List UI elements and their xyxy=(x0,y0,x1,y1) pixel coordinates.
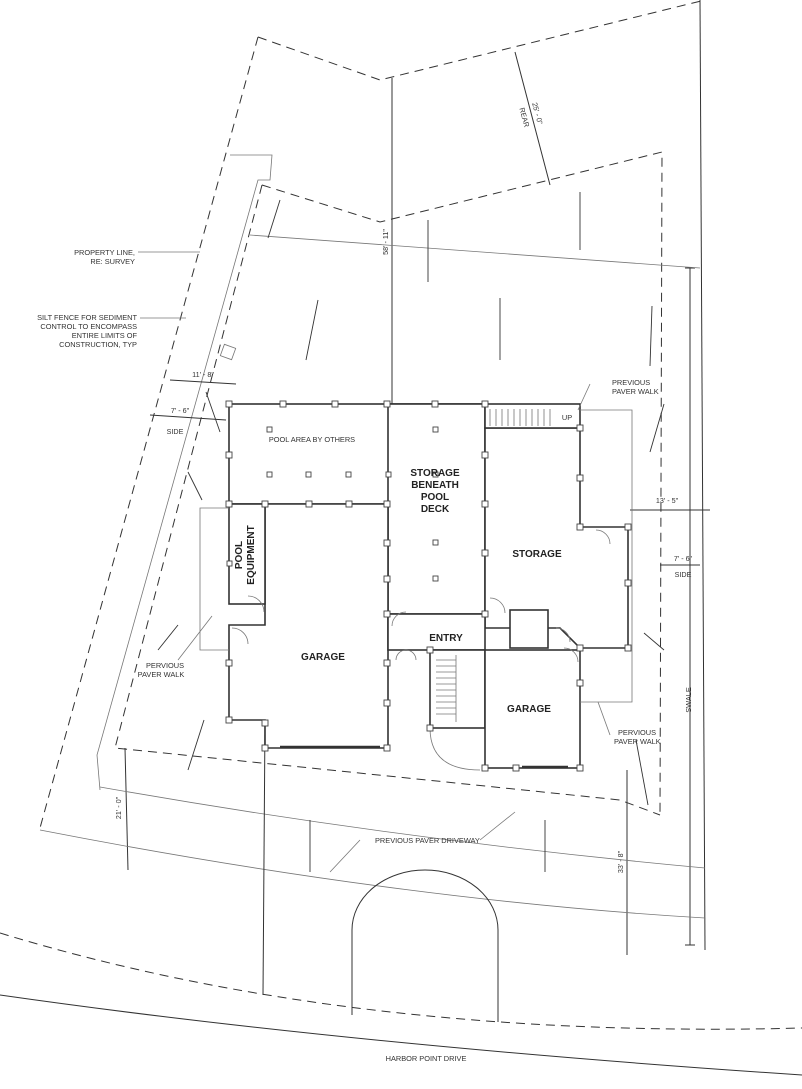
dimension-lines xyxy=(124,51,710,955)
driveway-curves xyxy=(0,719,802,1076)
garage-right-label: GARAGE xyxy=(507,704,551,715)
garage-left-label: GARAGE xyxy=(301,652,345,663)
storage-beneath-label-1: STORAGE xyxy=(410,468,460,479)
paver-walks xyxy=(199,343,633,703)
left-side-label: SIDE xyxy=(167,427,184,436)
building-footprint xyxy=(228,403,629,769)
street-label: HARBOR POINT DRIVE xyxy=(386,1054,467,1063)
left-setback-inner: 7' - 6" xyxy=(171,406,190,415)
previous-top-label-2: PAVER WALK xyxy=(612,387,659,396)
silt-fence-label-1: SILT FENCE FOR SEDIMENT xyxy=(37,313,137,322)
pervious-right-label-2: PAVER WALK xyxy=(614,737,661,746)
drainage-arrows xyxy=(157,192,665,872)
right-setback-outer: 13' - 5" xyxy=(656,496,679,505)
columns xyxy=(225,400,632,772)
setback-line xyxy=(114,151,663,816)
door-swings xyxy=(231,529,611,769)
storage-beneath-label-3: POOL xyxy=(421,492,449,503)
rear-dimension-value: 25' - 0" xyxy=(530,101,545,125)
silt-fence-label-3: ENTIRE LIMITS OF xyxy=(72,331,138,340)
depth-dimension: 58' - 11" xyxy=(381,229,390,255)
property-line-label-2: RE: SURVEY xyxy=(90,257,135,266)
leader-lines xyxy=(138,251,611,873)
rear-dimension-label: REAR xyxy=(517,107,531,129)
right-side-label: SIDE xyxy=(675,570,692,579)
property-line xyxy=(39,0,706,951)
front-left-dimension: 21' - 0" xyxy=(114,796,123,819)
swale-label: SWALE xyxy=(684,687,693,713)
entry-label: ENTRY xyxy=(429,633,463,644)
pool-equipment-label-2: EQUIPMENT xyxy=(246,525,257,584)
property-line-label-1: PROPERTY LINE, xyxy=(74,248,135,257)
left-setback-outer: 11' - 8" xyxy=(192,370,214,379)
front-right-dimension: 33' - 8" xyxy=(616,850,625,873)
stair-up-label: UP xyxy=(562,413,572,422)
previous-top-label-1: PREVIOUS xyxy=(612,378,650,387)
silt-fence-line xyxy=(96,154,273,791)
storage-label: STORAGE xyxy=(512,549,562,560)
right-setback-inner: 7' - 6" xyxy=(674,554,693,563)
pervious-right-label-1: PERVIOUS xyxy=(618,728,656,737)
pool-area-label: POOL AREA BY OTHERS xyxy=(269,435,355,444)
silt-fence-label-2: CONTROL TO ENCOMPASS xyxy=(40,322,137,331)
pervious-left-label-2: PAVER WALK xyxy=(138,670,185,679)
silt-fence-label-4: CONSTRUCTION, TYP xyxy=(59,340,137,349)
stair-treads xyxy=(429,409,551,771)
storage-beneath-label-4: DECK xyxy=(421,504,450,515)
storage-beneath-label-2: BENEATH xyxy=(411,480,459,491)
pervious-left-label-1: PERVIOUS xyxy=(146,661,184,670)
pool-equipment-label-1: POOL xyxy=(234,541,245,569)
previous-driveway-label: PREVIOUS PAVER DRIVEWAY xyxy=(375,836,480,845)
